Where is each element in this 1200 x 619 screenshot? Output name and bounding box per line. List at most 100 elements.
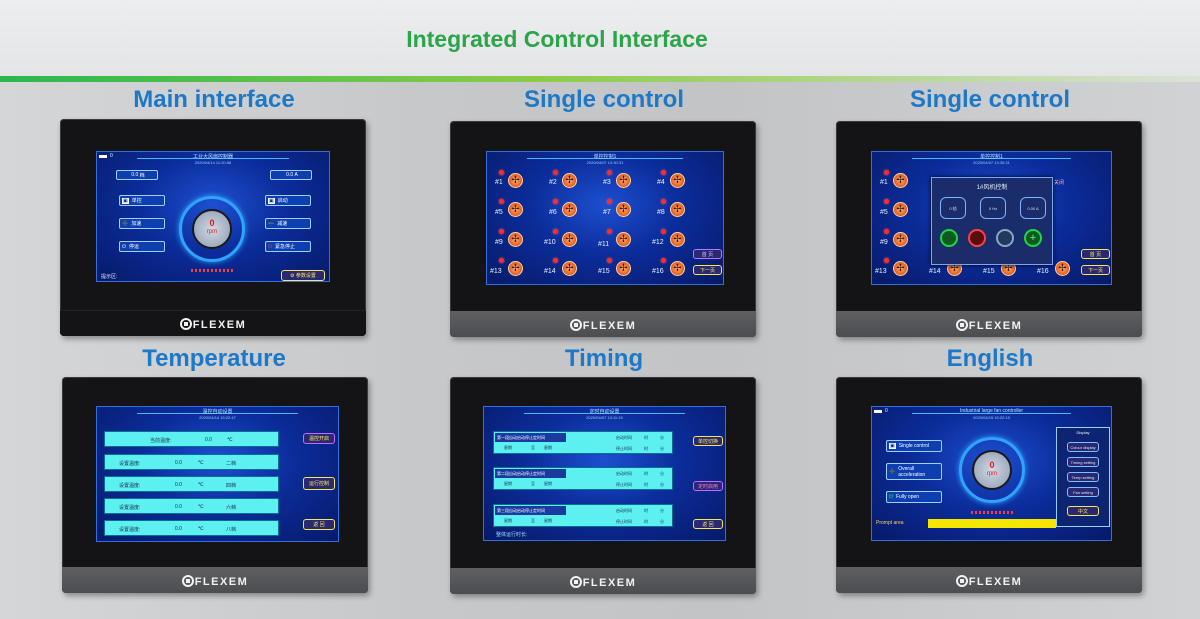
status-led [499,170,504,175]
panel-title-main: Main interface [133,86,295,113]
screen-date: 2020/04/14 11:20:58 [194,160,232,165]
fan-icon[interactable] [508,261,523,276]
device-single-control-2: 单控控制1 2020/04/07 13:30:31 #1 #5 #9 #13 #… [836,121,1142,337]
gear-hex: 0 档 [940,197,966,219]
fan-label: #16 [1037,268,1049,275]
start-button[interactable]: ▣启动 [265,195,311,206]
next-page-button[interactable]: 下一页 [1081,265,1110,275]
temp-setting-row[interactable]: 设置温度: 0.0 ℃ 八档 [104,520,279,536]
panel-title-single-2: Single control [909,86,1070,113]
fan-icon[interactable] [562,261,577,276]
overall-acceleration-button[interactable]: ➕Overall acceleration [886,463,942,480]
fan-icon[interactable] [670,232,685,247]
fan-icon[interactable] [670,202,685,217]
start-round-button[interactable] [940,229,958,247]
single-control-button[interactable]: ▣单控 [119,195,165,206]
fully-open-button[interactable]: ⏻Fully open [886,491,942,503]
fan-label: #15 [598,268,610,275]
screen-timing[interactable]: 定时自动设置 2020/04/07 13:11:19 第一段自动启动停止定时间 … [483,406,726,541]
display-menu[interactable]: Display Colour display Timing setting Te… [1056,427,1110,527]
signal-icon [99,154,107,158]
dialog-close-button[interactable]: 关闭 [1054,180,1065,186]
fan-label: #5 [880,209,888,216]
freq-hex: 0 Hz [980,197,1006,219]
temp-setting-row[interactable]: 设置温度: 0.0 ℃ 二档 [104,454,279,470]
current-temp-value: 0.0 [205,437,212,443]
fan-icon[interactable] [893,261,908,276]
menu-title: Display [1076,430,1090,435]
fan-icon[interactable] [616,232,631,247]
single-icon: ▣ [122,197,129,204]
menu-item[interactable]: Timing setting [1067,457,1099,467]
fan-icon[interactable] [562,173,577,188]
brand-logo: FLEXEM [62,575,368,588]
back-button[interactable]: 返 回 [693,519,723,529]
emergency-stop-button[interactable]: ⏻紧急停止 [265,241,311,252]
panel-title-single-1: Single control [523,86,684,113]
fan-icon[interactable] [893,202,908,217]
fan-icon[interactable] [508,232,523,247]
fan-label: #3 [603,179,611,186]
fan-label: #4 [657,179,665,186]
gear-icon: ⚙ [290,272,295,279]
accelerate-button[interactable]: ➕加速 [119,218,165,229]
fan-icon[interactable] [670,173,685,188]
fan-icon[interactable] [616,261,631,276]
fan-label: #12 [652,239,664,246]
fan-icon[interactable] [508,173,523,188]
fan-icon[interactable] [1055,261,1070,276]
stop-round-button[interactable] [968,229,986,247]
dialog-title: 1#风机控制 [976,185,1008,191]
fan-icon[interactable] [670,261,685,276]
speed-value: 0 [989,460,995,470]
fan-icon[interactable] [893,232,908,247]
plus-round-button[interactable]: + [1024,229,1042,247]
next-page-button[interactable]: 下一页 [693,265,722,275]
back-button[interactable]: 返 回 [303,519,335,530]
speed-gauge [959,437,1025,503]
single-control-button[interactable]: ▣Single control [886,440,942,452]
temp-setting-row[interactable]: 设置温度: 0.0 ℃ 六档 [104,498,279,514]
menu-item[interactable]: Fan setting [1067,487,1099,497]
timing-block[interactable]: 第二段自动启动停止定时间 星期 至 星期 启动时间 时 分 停止时间 时 分 [493,467,673,490]
fan-control-dialog[interactable]: 1#风机控制 0 档 0 Hz 0.00 A + [931,177,1053,265]
temp-enable-button[interactable]: 温控开启 [303,433,335,444]
minus-round-button[interactable] [996,229,1014,247]
screen-english[interactable]: Industrial large fan controller 2020/04/… [871,406,1112,541]
fan-label: #1 [880,179,888,186]
screen-single-control-1[interactable]: 单控控制1 2020/04/07 13:30:31 #1 #2 #3 #4 #5… [486,151,724,285]
fan-label: #13 [490,268,502,275]
decelerate-button[interactable]: ➖减速 [265,218,311,229]
menu-item[interactable]: Colour display [1067,442,1099,452]
brand-logo: FLEXEM [450,576,756,589]
fan-icon[interactable] [893,173,908,188]
fan-icon[interactable] [616,202,631,217]
fan-label: #7 [603,209,611,216]
home-button[interactable]: 首 页 [1081,249,1110,259]
fan-label: #16 [652,268,664,275]
signal-value: 0 [110,153,113,159]
fan-label: #10 [544,239,556,246]
fan-icon[interactable] [562,232,577,247]
stop-icon: ⏻ [122,243,126,250]
temp-setting-row[interactable]: 设置温度: 0.0 ℃ 四档 [104,476,279,492]
fan-icon[interactable] [616,173,631,188]
screen-main[interactable]: 工业大风扇控制器 2020/04/14 11:20:58 0 0.0 档 0.0… [96,151,330,282]
timing-block[interactable]: 第一段自动启动停止定时间 星期 至 星期 启动时间 时 分 停止时间 时 分 [493,431,673,454]
timing-block[interactable]: 第三段自动启动停止定时间 星期 至 星期 启动时间 时 分 停止时间 时 分 [493,504,673,527]
fan-icon[interactable] [508,202,523,217]
single-switch-button[interactable]: 单控切换 [693,436,723,446]
fan-icon[interactable] [562,202,577,217]
screen-single-control-2[interactable]: 单控控制1 2020/04/07 13:30:31 #1 #5 #9 #13 #… [871,151,1112,285]
language-button[interactable]: 中文 [1067,506,1099,516]
flexem-logo-icon [569,576,582,588]
home-button[interactable]: 首 页 [693,249,722,259]
flexem-logo-icon [179,318,192,330]
settings-button[interactable]: ⚙ 参数设置 [281,270,325,281]
stop-button[interactable]: ⏻停运 [119,241,165,252]
run-control-button[interactable]: 运行控制 [303,477,335,490]
menu-item[interactable]: Temp setting [1067,472,1099,482]
screen-temperature[interactable]: 温控自动设置 2020/04/14 15:22:47 当前温度: 0.0 ℃ 设… [96,406,339,542]
device-english: Industrial large fan controller 2020/04/… [836,377,1142,593]
timing-enable-button[interactable]: 定时启用 [693,481,723,491]
